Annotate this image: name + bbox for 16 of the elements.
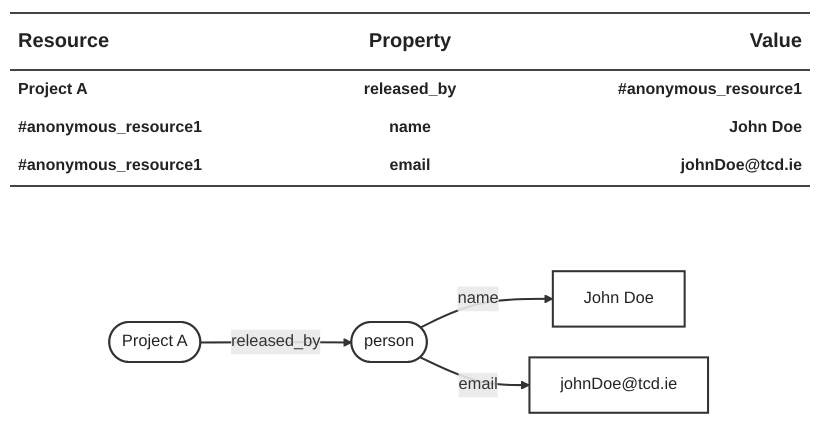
table-entry: name	[388, 118, 432, 138]
edge-label: name	[458, 290, 500, 308]
edge-label: email	[458, 376, 498, 394]
column-header: Resource	[18, 29, 110, 54]
edge-label: released_by	[231, 332, 321, 350]
table-entry: email	[388, 156, 432, 176]
table-entry: John Doe	[728, 118, 802, 138]
table-entry: released_by	[362, 80, 458, 100]
table-entry: #anonymous_resource1	[18, 118, 204, 138]
table-entry: #anonymous_resource1	[616, 80, 802, 100]
table-entry: Project A	[18, 80, 89, 100]
node-box: John Doe	[552, 270, 686, 328]
column-header: Value	[748, 29, 802, 54]
column-header: Property	[368, 29, 452, 54]
table-entry: #anonymous_resource1	[18, 156, 204, 176]
table-entry: johnDoe@tcd.ie	[679, 156, 802, 176]
